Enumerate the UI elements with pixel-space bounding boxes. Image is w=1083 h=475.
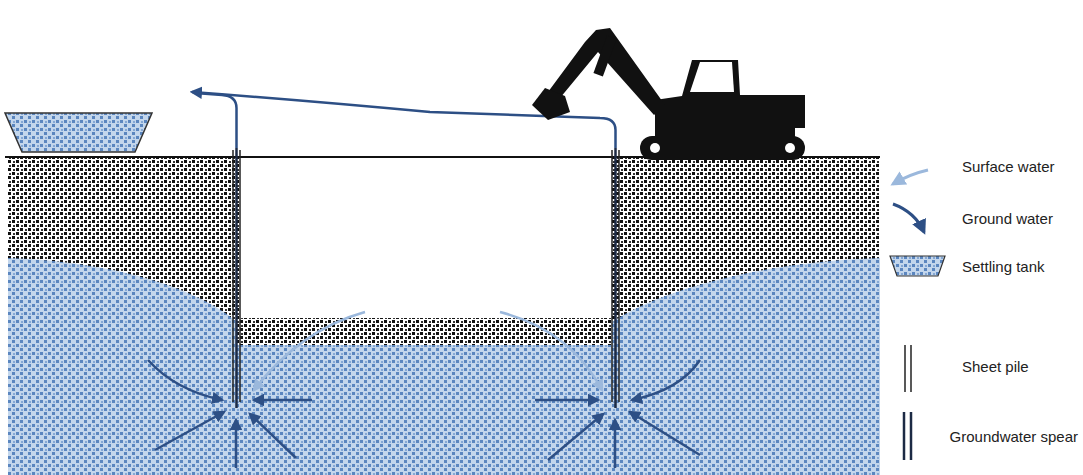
legend-label: Surface water: [962, 158, 1055, 176]
groundwater-arrows: [148, 360, 700, 468]
surface-water-arrows: [254, 312, 602, 390]
settling-tank: [5, 113, 152, 152]
groundwater-spears: [237, 148, 616, 408]
legend-label: Sheet pile: [962, 358, 1029, 376]
groundwater-zone: [8, 258, 880, 475]
excavator: [532, 28, 805, 160]
excavation: [240, 150, 612, 318]
legend-samples: [890, 170, 945, 460]
legend-label: Groundwater spear: [950, 428, 1078, 446]
sheet-piles: [233, 150, 619, 402]
legend-label: Settling tank: [962, 258, 1045, 276]
track-wheels: [650, 143, 795, 153]
legend-label: Ground water: [962, 210, 1053, 228]
